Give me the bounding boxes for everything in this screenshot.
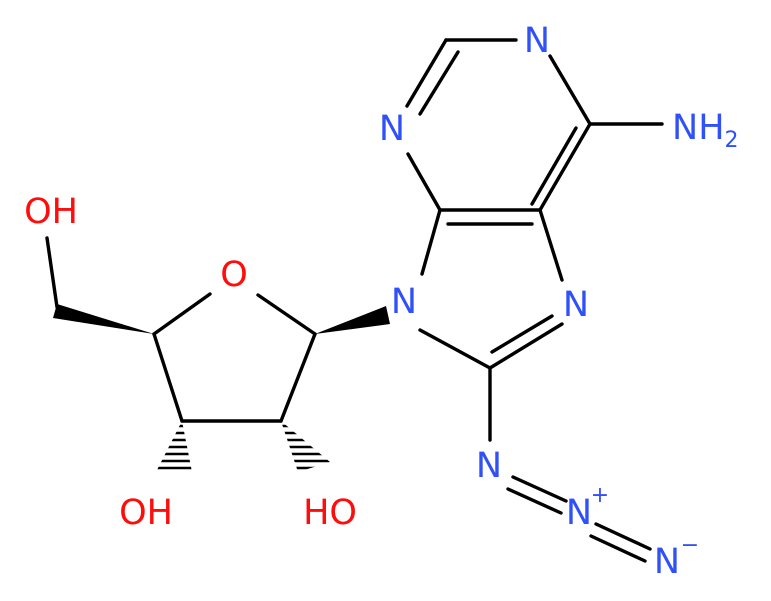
bond-n1-c6 [548,54,592,126]
wedge-c4p-c5p [53,304,154,334]
amine-n: N [672,108,698,148]
atom-labels: N N N N NH2 N N + N − O OH OH HO [24,21,738,582]
bond-n9-c8 [418,328,492,370]
bond-c4-n9 [420,208,442,276]
bond-c5-n7 [538,208,564,282]
bond-azide-n1-n2-b [506,487,563,515]
bond-azide-n1-n2 [511,475,568,503]
amine-group: NH2 [672,108,739,153]
hydroxymethyl-oh: OH [24,192,78,232]
atom-n3: N [379,109,405,149]
bond-azide-n2-n3 [594,522,652,551]
bond-azide-n2-n3-b [589,534,647,563]
hydroxyl-2: HO [303,493,357,533]
stereo-bonds [53,304,390,470]
atom-azide-n2: N [566,493,592,533]
amine-subscript: 2 [725,128,739,153]
atom-n7: N [563,285,589,325]
bond-c2-n3-inner [418,50,460,116]
bond-c8-n7 [488,322,564,370]
azide-n2-charge: + [591,483,609,508]
bond-c6-c5 [538,122,592,212]
bond-c1p-o4p [256,293,317,336]
atom-ring-o: O [220,255,248,295]
wedge-c1p-n9 [315,306,390,334]
atom-azide-n3: N [654,542,680,582]
bond-c2p-c1p [279,332,317,423]
bond-c5p-oh [45,236,59,309]
atom-azide-n1: N [476,446,502,486]
hash-c2p-oh [281,424,330,470]
atom-n9: N [391,282,417,322]
bond-c2-n3 [405,38,448,108]
amine-h: H [698,108,724,148]
bond-c4-n3 [406,152,442,212]
hydroxyl-3: OH [119,493,173,533]
bond-c8-n7-inner [490,314,554,354]
bond-c6-c5-inner [530,126,578,206]
azide-n3-charge: − [681,533,699,558]
bonds [45,38,664,563]
hash-c3p-oh [156,424,192,470]
bond-o4p-c4p [152,292,212,336]
atom-n1: N [524,21,550,61]
bond-c4p-c3p [152,332,184,423]
